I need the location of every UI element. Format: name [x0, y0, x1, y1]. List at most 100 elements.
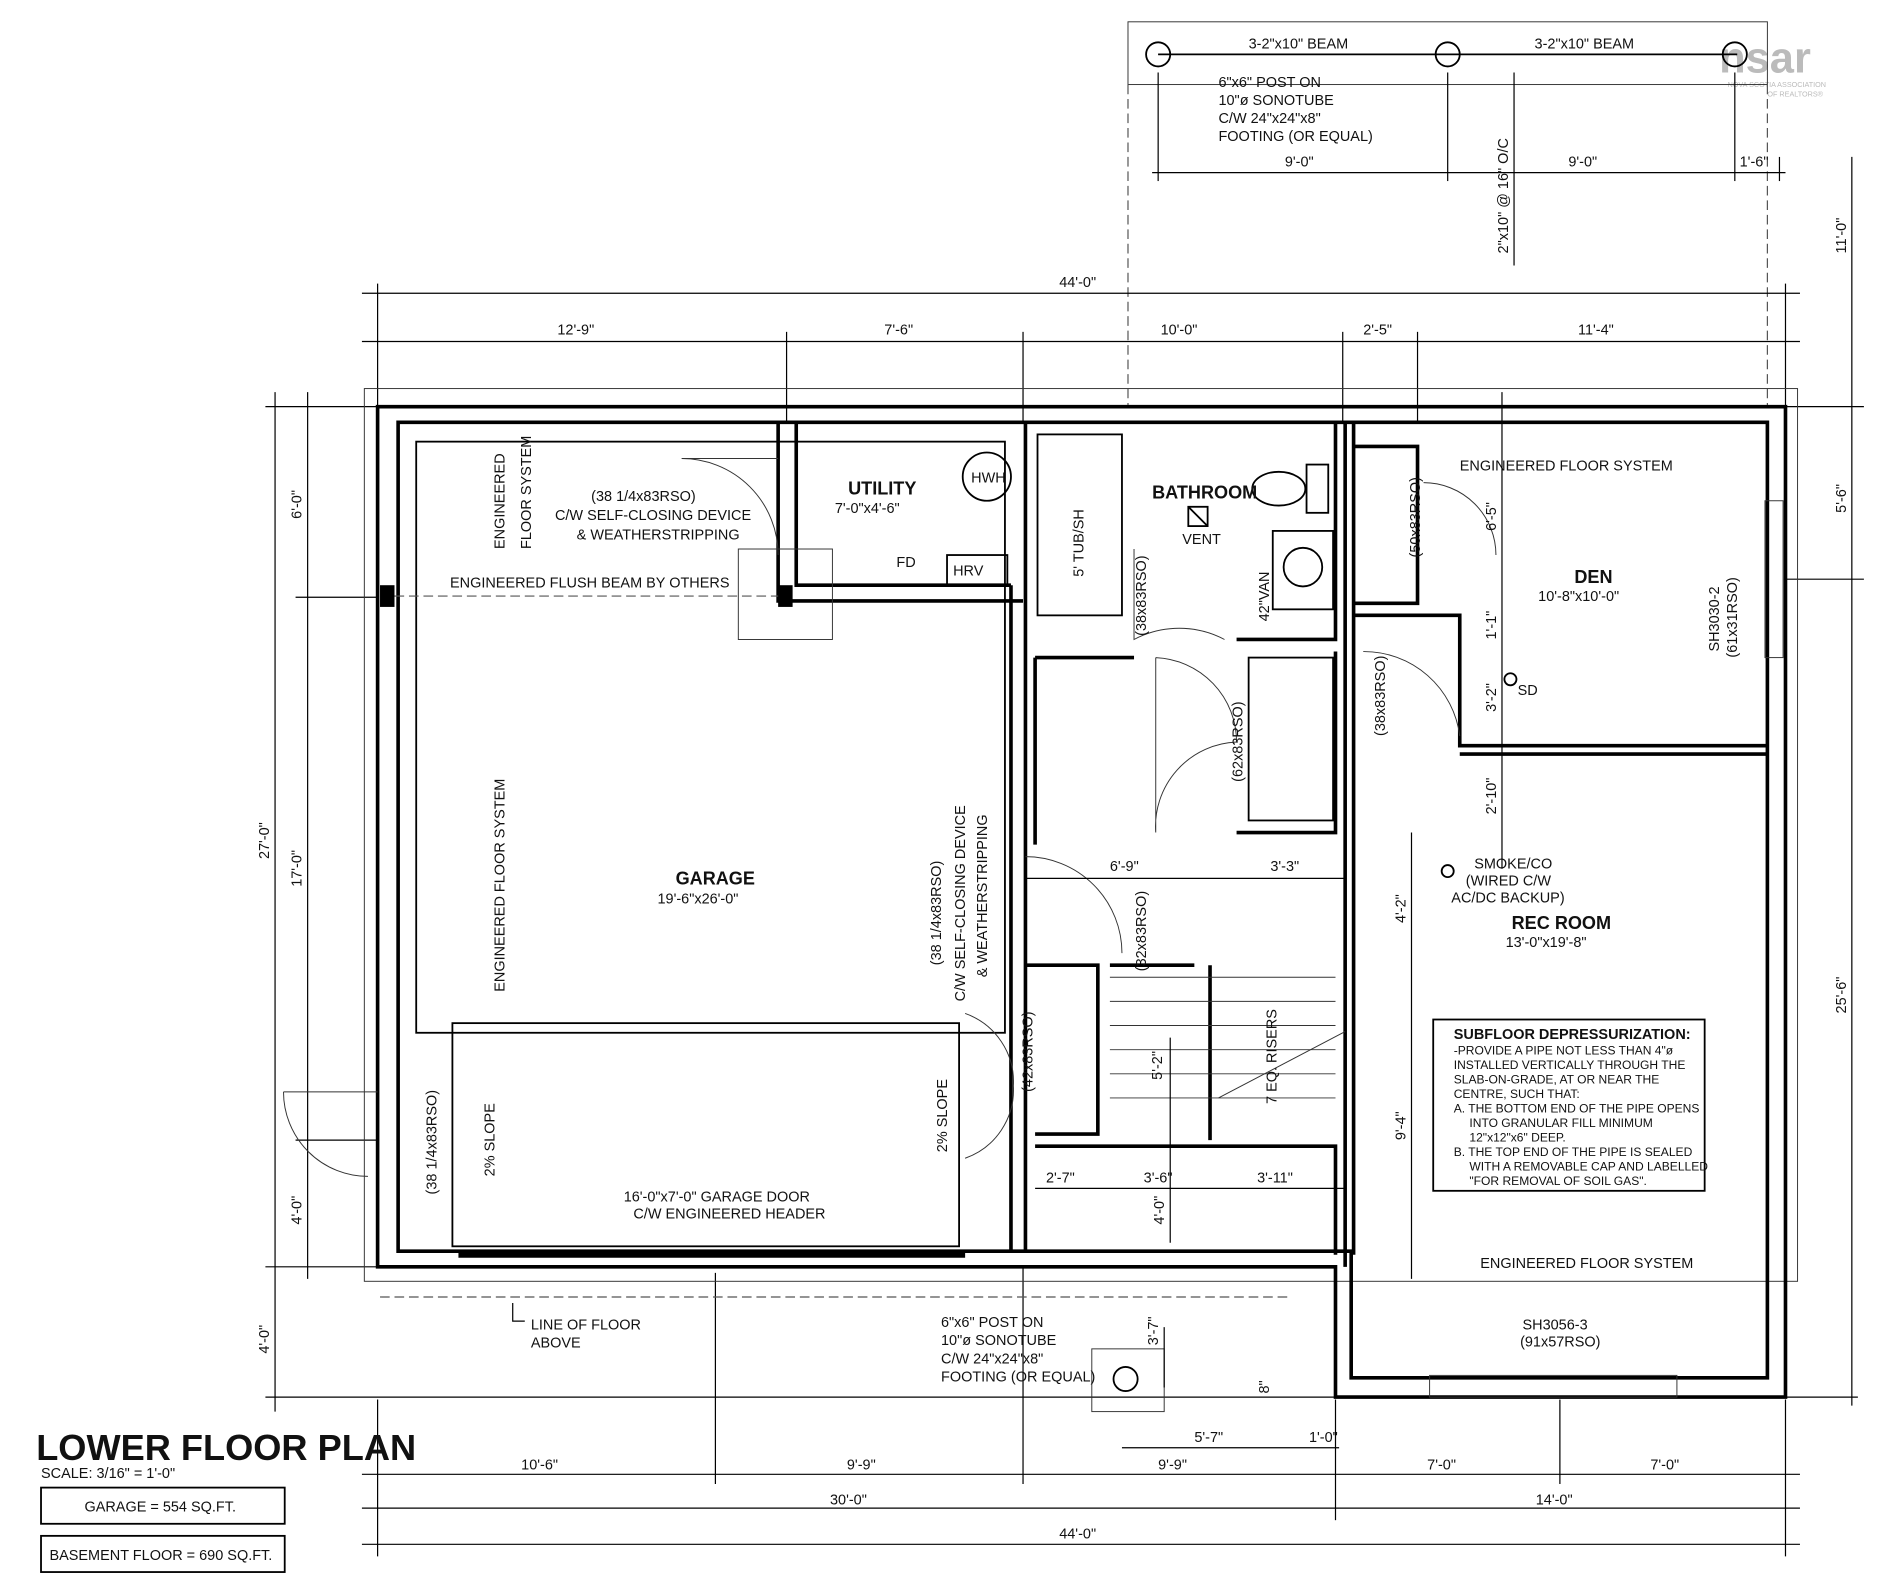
note-line: 10"ø SONOTUBE [941, 1333, 1057, 1349]
room-size-utility: 7'-0"x4'-6" [835, 501, 900, 517]
note-line: SH3056-3 [1522, 1318, 1587, 1334]
note-line: -PROVIDE A PIPE NOT LESS THAN 4"ø [1454, 1043, 1674, 1057]
post-icon [1721, 41, 1748, 68]
note-line: C/W SELF-CLOSING DEVICE [555, 508, 752, 524]
room-name-rec-room: REC ROOM [1512, 913, 1611, 933]
dim-label: 9'-9" [1158, 1458, 1187, 1474]
vent-label: VENT [1182, 532, 1221, 548]
note-line: C/W 24"x24"x8" [941, 1351, 1043, 1367]
dim-label: 3'-3" [1270, 859, 1299, 875]
dim-label: 11'-0" [1834, 218, 1850, 254]
post-icon [1434, 41, 1461, 68]
floor-drain-label: FD [896, 555, 915, 571]
note-line: ENGINEERED [492, 453, 508, 549]
beam-post [778, 585, 793, 607]
plan-scale: SCALE: 3/16" = 1'-0" [41, 1466, 175, 1482]
beam-post [380, 585, 395, 607]
dim-label: 17'-0" [290, 850, 306, 887]
door-label: (38x83RSO) [1373, 656, 1389, 736]
dim-label: 3'-2" [1484, 683, 1500, 712]
garage-area: GARAGE = 554 SQ.FT. [84, 1500, 236, 1516]
note-line: FLOOR SYSTEM [519, 436, 535, 549]
note-heading: SUBFLOOR DEPRESSURIZATION: [1454, 1027, 1691, 1043]
dim-label: 2'-7" [1046, 1170, 1075, 1186]
note-line: (61x31RSO) [1725, 577, 1741, 657]
post-icon [1145, 41, 1172, 68]
note-line: 6"x6" POST ON [1218, 75, 1320, 91]
basement-area: BASEMENT FLOOR = 690 SQ.FT. [49, 1548, 272, 1564]
note-line: (38 1/4x83RSO) [929, 861, 945, 966]
logo-line1: NOVA SCOTIA ASSOCIATION [1728, 80, 1826, 89]
floor-system-label: ENGINEERED FLOOR SYSTEM [492, 779, 508, 992]
dim-label: 11'-4" [1578, 322, 1614, 338]
dim-label: 3'-11" [1257, 1170, 1293, 1186]
basement-area-box [40, 1534, 286, 1573]
tub-label: 5' TUB/SH [1071, 509, 1087, 577]
dim-label: 10'-6" [521, 1458, 558, 1474]
door-label: (62x83RSO) [1231, 701, 1247, 781]
dim-label: 9'-9" [847, 1458, 876, 1474]
sd-label: SD [1518, 683, 1538, 699]
dim-label: 5'-7" [1194, 1430, 1223, 1446]
note-line: (WIRED C/W [1466, 874, 1552, 890]
dim-label: 3'-7" [1146, 1316, 1162, 1345]
dim-label: 7'-0" [1427, 1458, 1456, 1474]
dim-label: 4'-0" [1152, 1196, 1168, 1225]
floor-system-label: ENGINEERED FLOOR SYSTEM [1480, 1256, 1693, 1272]
dim-label: 1'-6" [1740, 155, 1769, 171]
note-line: A. THE BOTTOM END OF THE PIPE OPENS [1454, 1101, 1700, 1115]
note-line: (91x57RSO) [1520, 1334, 1600, 1350]
dim-label: 4'-2" [1393, 894, 1409, 923]
note-line: C/W 24"x24"x8" [1218, 111, 1320, 127]
room-name-utility: UTILITY [848, 479, 916, 499]
dim-label: 10'-0" [1161, 322, 1198, 338]
dim-label: 1'-0" [1309, 1430, 1338, 1446]
dim-label: 25'-6" [1834, 977, 1850, 1014]
note-line: INTO GRANULAR FILL MINIMUM [1469, 1116, 1652, 1130]
note-line: FOOTING (OR EQUAL) [1218, 129, 1372, 145]
dim-label: 8" [1257, 1380, 1273, 1393]
vanity-label: 42"VAN [1257, 571, 1273, 621]
garage-area-box [40, 1486, 286, 1525]
slope-label: 2% SLOPE [935, 1079, 951, 1153]
note-line: 6"x6" POST ON [941, 1315, 1043, 1331]
dim-label: 12'-9" [557, 322, 594, 338]
room-name-bathroom: BATHROOM [1152, 482, 1257, 502]
note-line: WITH A REMOVABLE CAP AND LABELLED [1469, 1159, 1708, 1173]
note-line: SMOKE/CO [1474, 857, 1552, 873]
note-line: LINE OF FLOOR [531, 1318, 641, 1334]
flush-beam-label: ENGINEERED FLUSH BEAM BY OTHERS [450, 576, 730, 592]
dim-label: 5'-2" [1150, 1051, 1166, 1080]
dim-label: 2'-5" [1363, 322, 1392, 338]
dimension-lines [265, 156, 1864, 1557]
note-line: 12"x12"x6" DEEP. [1469, 1130, 1565, 1144]
door-label: (32x83RSO) [1134, 891, 1150, 971]
risers-label: 7 EQ. RISERS [1264, 1009, 1280, 1104]
beam-label: 3-2"x10" BEAM [1535, 36, 1635, 52]
dim-label: 44'-0" [1059, 1526, 1096, 1542]
dim-label: 6'-5" [1484, 502, 1500, 531]
logo-line2: OF REALTORS® [1767, 90, 1823, 99]
note-line: B. THE TOP END OF THE PIPE IS SEALED [1454, 1145, 1693, 1159]
dim-label: 6'-0" [290, 490, 306, 519]
dim-label: 7'-6" [884, 322, 913, 338]
dim-label: 3'-6" [1144, 1170, 1173, 1186]
note-line: 16'-0"x7'-0" GARAGE DOOR [624, 1190, 810, 1206]
room-size-rec-room: 13'-0"x19'-8" [1506, 935, 1587, 951]
note-line: "FOR REMOVAL OF SOIL GAS". [1469, 1174, 1646, 1188]
dim-label: 27'-0" [257, 822, 273, 859]
note-line: ABOVE [531, 1336, 581, 1352]
dim-label: 5'-6" [1834, 484, 1850, 513]
dim-label: 4'-0" [257, 1325, 273, 1354]
dim-label: 9'-0" [1285, 155, 1314, 171]
smoke-co-icon [1440, 864, 1455, 879]
toilet-icon [1251, 470, 1307, 507]
interior-dimensions [1025, 392, 1503, 1449]
room-name-den: DEN [1574, 567, 1612, 587]
dim-label: 14'-0" [1536, 1492, 1573, 1508]
note-line: & WEATHERSTRIPPING [975, 814, 991, 977]
dim-label: 9'-0" [1568, 155, 1597, 171]
room-size-garage: 19'-6"x26'-0" [657, 892, 738, 908]
dim-label: 30'-0" [830, 1492, 867, 1508]
note-line: (38 1/4x83RSO) [591, 489, 696, 505]
